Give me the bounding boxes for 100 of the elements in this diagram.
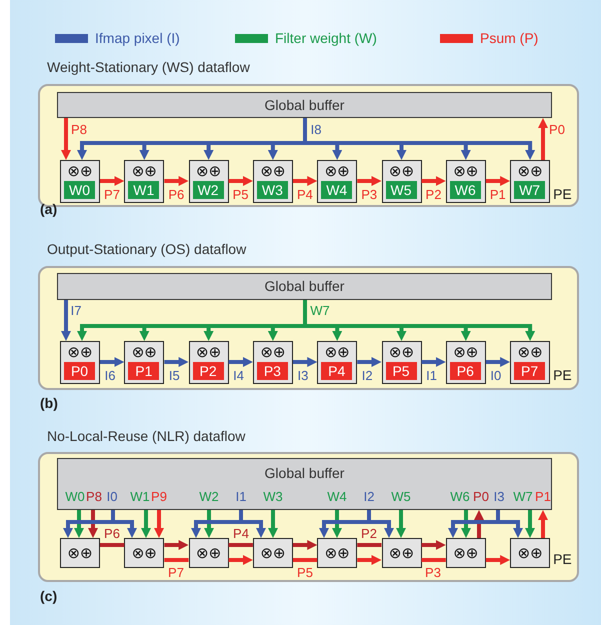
arrow bbox=[164, 357, 189, 367]
pe-box bbox=[252, 341, 293, 384]
edge-label: I7 bbox=[70, 303, 82, 318]
arrow bbox=[141, 510, 151, 538]
arrow bbox=[61, 118, 71, 160]
arrow bbox=[525, 510, 535, 538]
pe-label: PE bbox=[553, 551, 572, 567]
arrow bbox=[332, 510, 342, 538]
data-tag: P3 bbox=[256, 362, 288, 380]
edge-label: I1 bbox=[426, 368, 437, 383]
arrow bbox=[538, 510, 548, 538]
data-tag: P6 bbox=[450, 362, 481, 380]
pe-box bbox=[124, 538, 164, 568]
edge-label: I8 bbox=[310, 122, 322, 137]
arrow bbox=[228, 176, 253, 186]
operator-symbols: ⊗⊕ bbox=[452, 162, 480, 180]
arrow bbox=[100, 176, 124, 186]
edge-label: I5 bbox=[168, 368, 180, 383]
operator-symbols: ⊗⊕ bbox=[324, 162, 351, 180]
data-tag: W7 bbox=[514, 181, 546, 199]
pe-box bbox=[510, 160, 550, 203]
edge-label: I3 bbox=[297, 368, 308, 383]
arrow bbox=[100, 357, 124, 367]
pe-box bbox=[317, 538, 358, 568]
data-tag: P5 bbox=[386, 362, 416, 380]
pe-box bbox=[317, 160, 358, 203]
edge-label: W6 bbox=[450, 489, 470, 504]
pe-box bbox=[252, 160, 293, 203]
arrow bbox=[422, 540, 446, 550]
operator-symbols: ⊗⊕ bbox=[388, 162, 416, 180]
connector-line bbox=[228, 543, 253, 547]
arrow bbox=[154, 510, 164, 538]
pe-box bbox=[188, 538, 229, 568]
arrow bbox=[396, 510, 406, 538]
edge-label: W3 bbox=[263, 489, 283, 504]
arrow bbox=[228, 357, 253, 367]
operator-symbols: ⊗⊕ bbox=[388, 544, 416, 562]
data-tag: P1 bbox=[128, 362, 160, 380]
edge-label: P3 bbox=[425, 565, 441, 580]
edge-label: W1 bbox=[130, 489, 150, 504]
edge-label: I0 bbox=[490, 368, 502, 383]
pe-box bbox=[188, 160, 229, 203]
data-tag: W3 bbox=[256, 181, 288, 199]
edge-label: I3 bbox=[494, 489, 504, 504]
arrow bbox=[164, 176, 189, 186]
edge-label: P7 bbox=[168, 565, 184, 580]
arrow bbox=[486, 357, 510, 367]
connector-line bbox=[357, 543, 382, 547]
pe-box bbox=[382, 160, 422, 203]
data-tag: P2 bbox=[192, 362, 224, 380]
edge-label: P4 bbox=[296, 187, 313, 202]
edge-label: P3 bbox=[361, 187, 378, 202]
panel-letter: (b) bbox=[40, 395, 58, 411]
pe-box bbox=[188, 341, 229, 384]
data-tag: W0 bbox=[64, 181, 95, 199]
edge-label: P8 bbox=[71, 122, 87, 137]
operator-symbols: ⊗⊕ bbox=[388, 343, 416, 361]
operator-symbols: ⊗⊕ bbox=[195, 162, 222, 180]
operator-symbols: ⊗⊕ bbox=[324, 343, 351, 361]
edge-label: P8 bbox=[86, 489, 102, 504]
arrow bbox=[486, 176, 510, 186]
legend-label: Ifmap pixel (I) bbox=[95, 30, 180, 46]
edge-label: W4 bbox=[327, 489, 347, 504]
edge-label: P0 bbox=[473, 489, 489, 504]
pe-box bbox=[382, 341, 422, 384]
pe-label: PE bbox=[553, 186, 572, 202]
buffer-label: Global buffer bbox=[264, 465, 346, 481]
edge-label: P2 bbox=[426, 187, 442, 202]
pe-box bbox=[60, 160, 100, 203]
data-tag: W2 bbox=[192, 181, 224, 199]
data-tag: P4 bbox=[321, 362, 352, 380]
edge-label: I1 bbox=[236, 489, 246, 504]
operator-symbols: ⊗⊕ bbox=[130, 343, 158, 361]
arrow bbox=[538, 118, 548, 160]
arrow bbox=[268, 510, 278, 538]
arrow bbox=[292, 540, 318, 550]
pe-box bbox=[446, 538, 486, 568]
operator-symbols: ⊗⊕ bbox=[259, 162, 286, 180]
edge-label: W5 bbox=[391, 489, 411, 504]
operator-symbols: ⊗⊕ bbox=[516, 544, 544, 562]
panel-title: Output-Stationary (OS) dataflow bbox=[47, 241, 246, 257]
arrow bbox=[74, 510, 84, 538]
connector-line bbox=[422, 558, 446, 562]
edge-label: W2 bbox=[199, 489, 219, 504]
edge-label: I2 bbox=[364, 489, 374, 504]
pe-box bbox=[446, 341, 486, 384]
pe-box bbox=[60, 538, 100, 568]
edge-label: P0 bbox=[549, 122, 565, 137]
buffer-label: Global buffer bbox=[264, 278, 346, 294]
operator-symbols: ⊗⊕ bbox=[195, 343, 222, 361]
arrow bbox=[61, 300, 71, 341]
edge-label: P6 bbox=[104, 526, 120, 541]
operator-symbols: ⊗⊕ bbox=[66, 544, 94, 562]
arrow bbox=[422, 357, 446, 367]
data-tag: W6 bbox=[450, 181, 481, 199]
operator-symbols: ⊗⊕ bbox=[516, 162, 544, 180]
edge-label: W7 bbox=[513, 489, 533, 504]
edge-label: W7 bbox=[310, 303, 330, 318]
pe-box bbox=[124, 341, 164, 384]
operator-symbols: ⊗⊕ bbox=[130, 544, 158, 562]
